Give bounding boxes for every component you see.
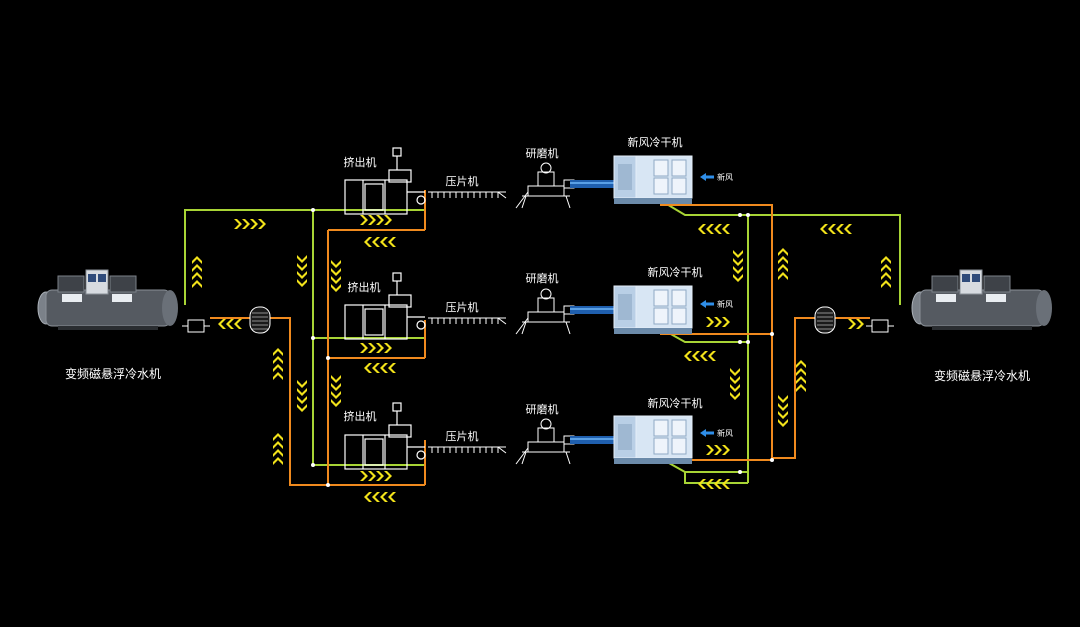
extruder-label: 挤出机	[344, 409, 377, 423]
right-chiller[interactable]	[911, 269, 1053, 331]
grinder-label: 研磨机	[526, 271, 559, 285]
production-line-1: 挤出机 压片机 研磨机 新风冷干机 新风	[344, 135, 733, 215]
fresh-air-dryer-unit[interactable]	[613, 155, 693, 205]
fresh-air-label: 新风	[717, 428, 733, 438]
fresh-air-dryer-unit[interactable]	[613, 285, 693, 335]
grinder-machine[interactable]	[515, 162, 575, 209]
fresh-air-dryer-label: 新风冷干机	[648, 396, 703, 410]
grinder-label: 研磨机	[526, 402, 559, 416]
grinder-machine[interactable]	[515, 288, 575, 335]
grinder-label: 研磨机	[526, 146, 559, 160]
fresh-air-arrow-icon	[700, 429, 714, 437]
tablet-press-label: 压片机	[446, 300, 479, 314]
production-line-3: 挤出机 压片机 研磨机 新风冷干机 新风	[344, 396, 733, 470]
return-lines	[210, 190, 870, 486]
left-chiller[interactable]	[37, 269, 179, 331]
fresh-air-arrow-icon	[700, 300, 714, 308]
tablet-press-label: 压片机	[446, 174, 479, 188]
production-line-2: 挤出机 压片机 研磨机 新风冷干机 新风	[344, 265, 733, 340]
fresh-air-dryer-label: 新风冷干机	[648, 265, 703, 279]
fresh-air-arrow-icon	[700, 173, 714, 181]
right-tank	[814, 306, 836, 334]
fresh-air-label: 新风	[717, 172, 733, 182]
fresh-air-dryer-label: 新风冷干机	[628, 135, 683, 149]
extruder-label: 挤出机	[344, 155, 377, 169]
pipe-junctions	[311, 208, 774, 487]
air-duct	[570, 306, 614, 314]
tablet-press-label: 压片机	[446, 429, 479, 443]
tablet-press-machine[interactable]	[427, 191, 507, 199]
fresh-air-dryer-unit[interactable]	[613, 415, 693, 465]
fresh-air-label: 新风	[717, 299, 733, 309]
left-chiller-valve	[181, 319, 211, 333]
grinder-machine[interactable]	[515, 418, 575, 465]
supply-lines	[184, 199, 901, 484]
right-chiller-label: 变频磁悬浮冷水机	[934, 368, 1030, 383]
left-tank	[249, 306, 271, 334]
extruder-label: 挤出机	[348, 280, 381, 294]
left-chiller-label: 变频磁悬浮冷水机	[65, 366, 161, 381]
tablet-press-machine[interactable]	[427, 317, 507, 325]
air-duct	[570, 436, 614, 444]
air-duct	[570, 180, 614, 188]
tablet-press-machine[interactable]	[427, 446, 507, 454]
right-chiller-valve	[865, 319, 895, 333]
